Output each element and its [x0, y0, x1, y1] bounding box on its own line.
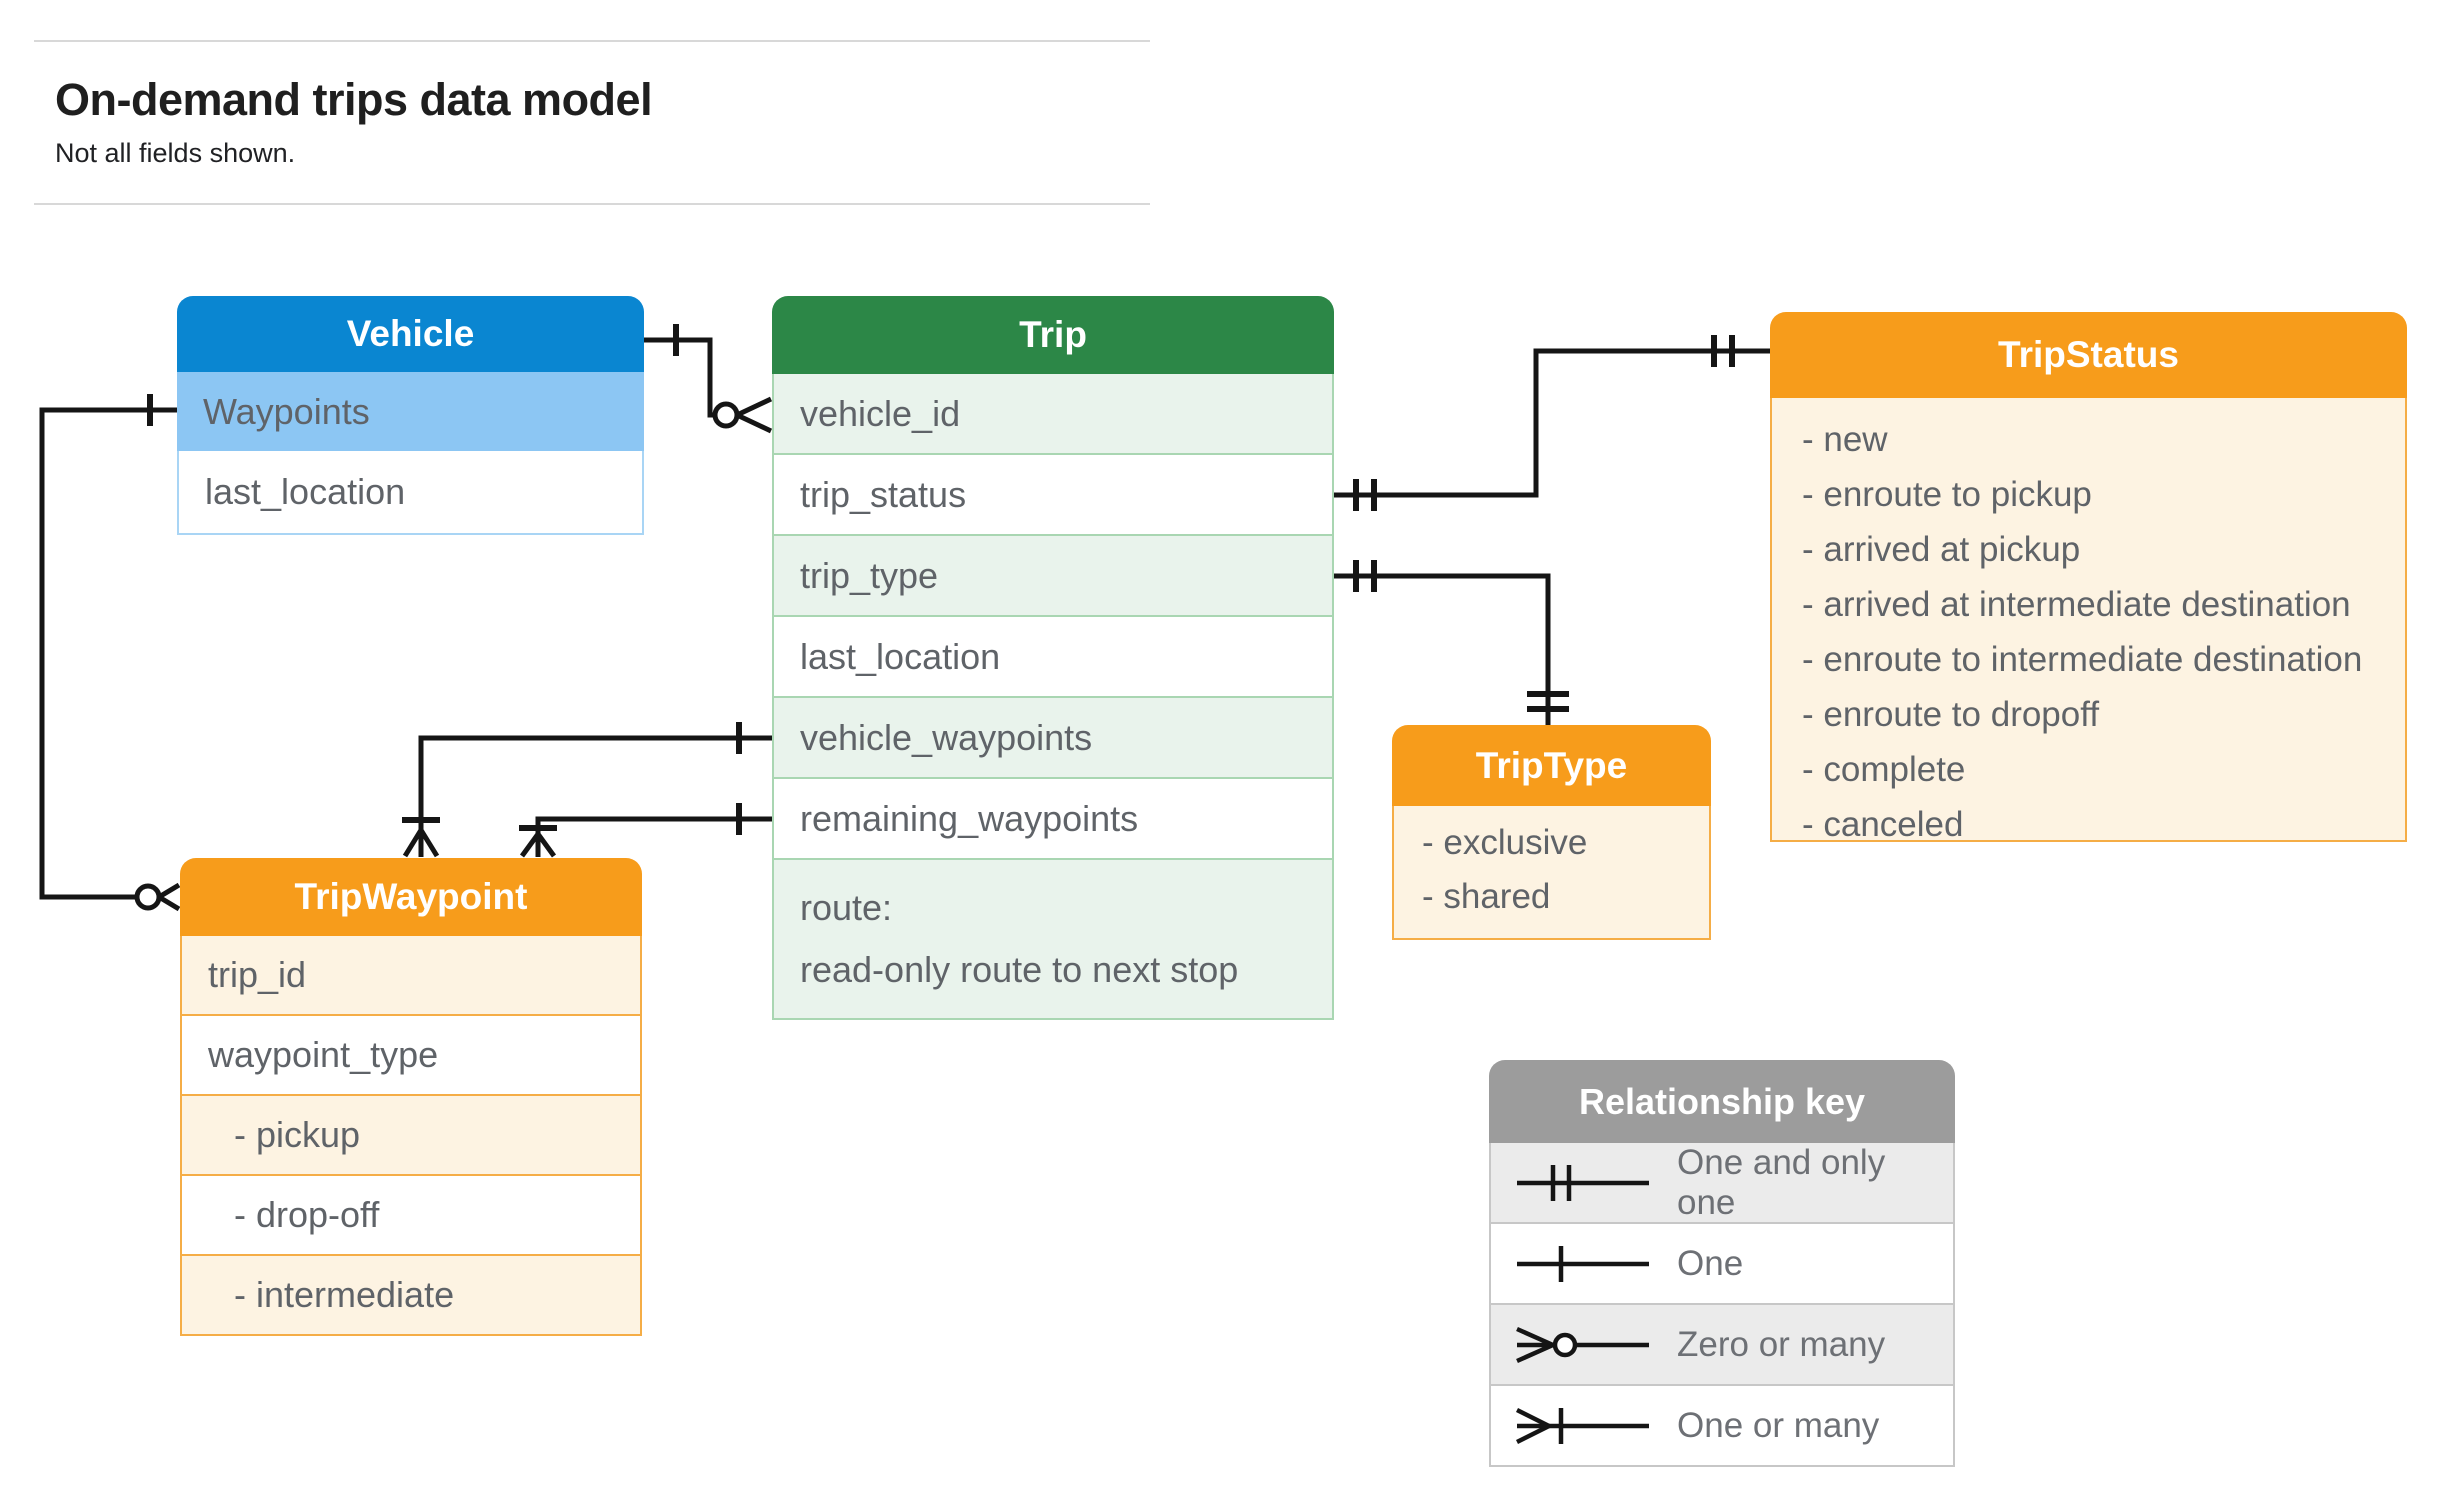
entity-tripstatus: TripStatus - new - enroute to pickup - a…	[1770, 312, 2407, 844]
field-trip-route: route: read-only route to next stop	[774, 860, 1332, 1018]
one-and-only-one-tick-icon	[1711, 335, 1735, 367]
relationship-key: Relationship key One and only one One	[1489, 1060, 1955, 1467]
page-title: On-demand trips data model	[55, 74, 653, 125]
one-or-many-icon	[1515, 1407, 1649, 1444]
enum-value: - enroute to intermediate destination	[1802, 640, 2363, 679]
top-divider	[34, 40, 1150, 42]
enum-value: - enroute to pickup	[1802, 475, 2092, 514]
field-vehicle-waypoints: Waypoints	[177, 372, 644, 451]
entity-tripwaypoint: TripWaypoint trip_id waypoint_type - pic…	[180, 858, 642, 1336]
enum-value-drop-off: - drop-off	[180, 1176, 642, 1256]
enum-value: - complete	[1802, 750, 1966, 789]
field-tripwaypoint-trip-id: trip_id	[180, 936, 642, 1016]
entity-tripwaypoint-title: TripWaypoint	[180, 858, 642, 936]
field-trip-last-location: last_location	[774, 617, 1332, 698]
entity-trip: Trip vehicle_id trip_status trip_type la…	[772, 296, 1334, 1020]
enum-value-pickup: - pickup	[180, 1096, 642, 1176]
field-vehicle-last-location: last_location	[177, 451, 644, 535]
legend-row-one-and-only-one: One and only one	[1491, 1143, 1953, 1224]
legend-row-one: One	[1491, 1224, 1953, 1305]
entity-trip-body: vehicle_id trip_status trip_type last_lo…	[772, 374, 1334, 1020]
entity-tripstatus-title: TripStatus	[1770, 312, 2407, 398]
legend-label: One	[1677, 1243, 1744, 1283]
enum-value: - exclusive	[1422, 823, 1588, 862]
relationship-key-body: One and only one One Zero or many	[1489, 1143, 1955, 1467]
enum-value: - canceled	[1802, 805, 1964, 844]
one-and-only-one-tick-icon	[1353, 560, 1377, 592]
field-trip-vehicle-waypoints: vehicle_waypoints	[774, 698, 1332, 779]
crow-foot-icon	[157, 882, 181, 912]
entity-triptype: TripType - exclusive - shared	[1392, 725, 1711, 940]
entity-vehicle: Vehicle Waypoints last_location	[177, 296, 644, 535]
connector-trip-triptype	[1334, 560, 1569, 725]
crow-foot-icon	[735, 396, 773, 434]
zero-circle-icon	[712, 401, 740, 429]
entity-triptype-body: - exclusive - shared	[1392, 806, 1711, 940]
legend-label: Zero or many	[1677, 1324, 1886, 1364]
entity-trip-title: Trip	[772, 296, 1334, 374]
connector-remainingwaypoints-tripwaypoint	[519, 803, 772, 858]
connector-trip-tripstatus	[1334, 335, 1770, 511]
entity-tripstatus-body: - new - enroute to pickup - arrived at p…	[1770, 398, 2407, 844]
one-and-only-one-tick-icon	[1527, 691, 1569, 712]
zero-or-many-icon	[1516, 1326, 1649, 1363]
one-icon	[1517, 1245, 1649, 1282]
legend-row-one-or-many: One or many	[1491, 1386, 1953, 1465]
one-and-only-one-tick-icon	[1353, 479, 1377, 511]
connector-vehicle-trip	[644, 324, 773, 434]
enum-value: - enroute to dropoff	[1802, 695, 2100, 734]
crow-foot-icon	[519, 832, 557, 858]
enum-value: - arrived at intermediate destination	[1802, 585, 2351, 624]
legend-row-zero-or-many: Zero or many	[1491, 1305, 1953, 1386]
legend-label: One or many	[1677, 1405, 1880, 1445]
entity-triptype-title: TripType	[1392, 725, 1711, 806]
page-subtitle: Not all fields shown.	[55, 138, 296, 168]
route-description: read-only route to next stop	[800, 949, 1239, 990]
entity-vehicle-title: Vehicle	[177, 296, 644, 372]
zero-circle-icon	[134, 883, 162, 911]
relationship-key-title: Relationship key	[1489, 1060, 1955, 1143]
field-trip-remaining-waypoints: remaining_waypoints	[774, 779, 1332, 860]
field-tripwaypoint-waypoint-type: waypoint_type	[180, 1016, 642, 1096]
field-trip-status: trip_status	[774, 455, 1332, 536]
connector-vehicle-tripwaypoint	[39, 394, 181, 912]
route-label: route:	[800, 887, 893, 928]
enum-value: - shared	[1422, 877, 1551, 916]
enum-value: - arrived at pickup	[1802, 530, 2081, 569]
one-and-only-one-icon	[1517, 1164, 1649, 1201]
bottom-divider	[34, 203, 1150, 205]
field-trip-type: trip_type	[774, 536, 1332, 617]
crow-foot-icon	[402, 828, 440, 858]
enum-value-intermediate: - intermediate	[180, 1256, 642, 1336]
connector-vehiclewaypoints-tripwaypoint	[402, 722, 772, 858]
legend-label: One and only one	[1677, 1142, 1886, 1222]
field-trip-vehicle-id: vehicle_id	[774, 374, 1332, 455]
enum-value: - new	[1802, 420, 1888, 459]
